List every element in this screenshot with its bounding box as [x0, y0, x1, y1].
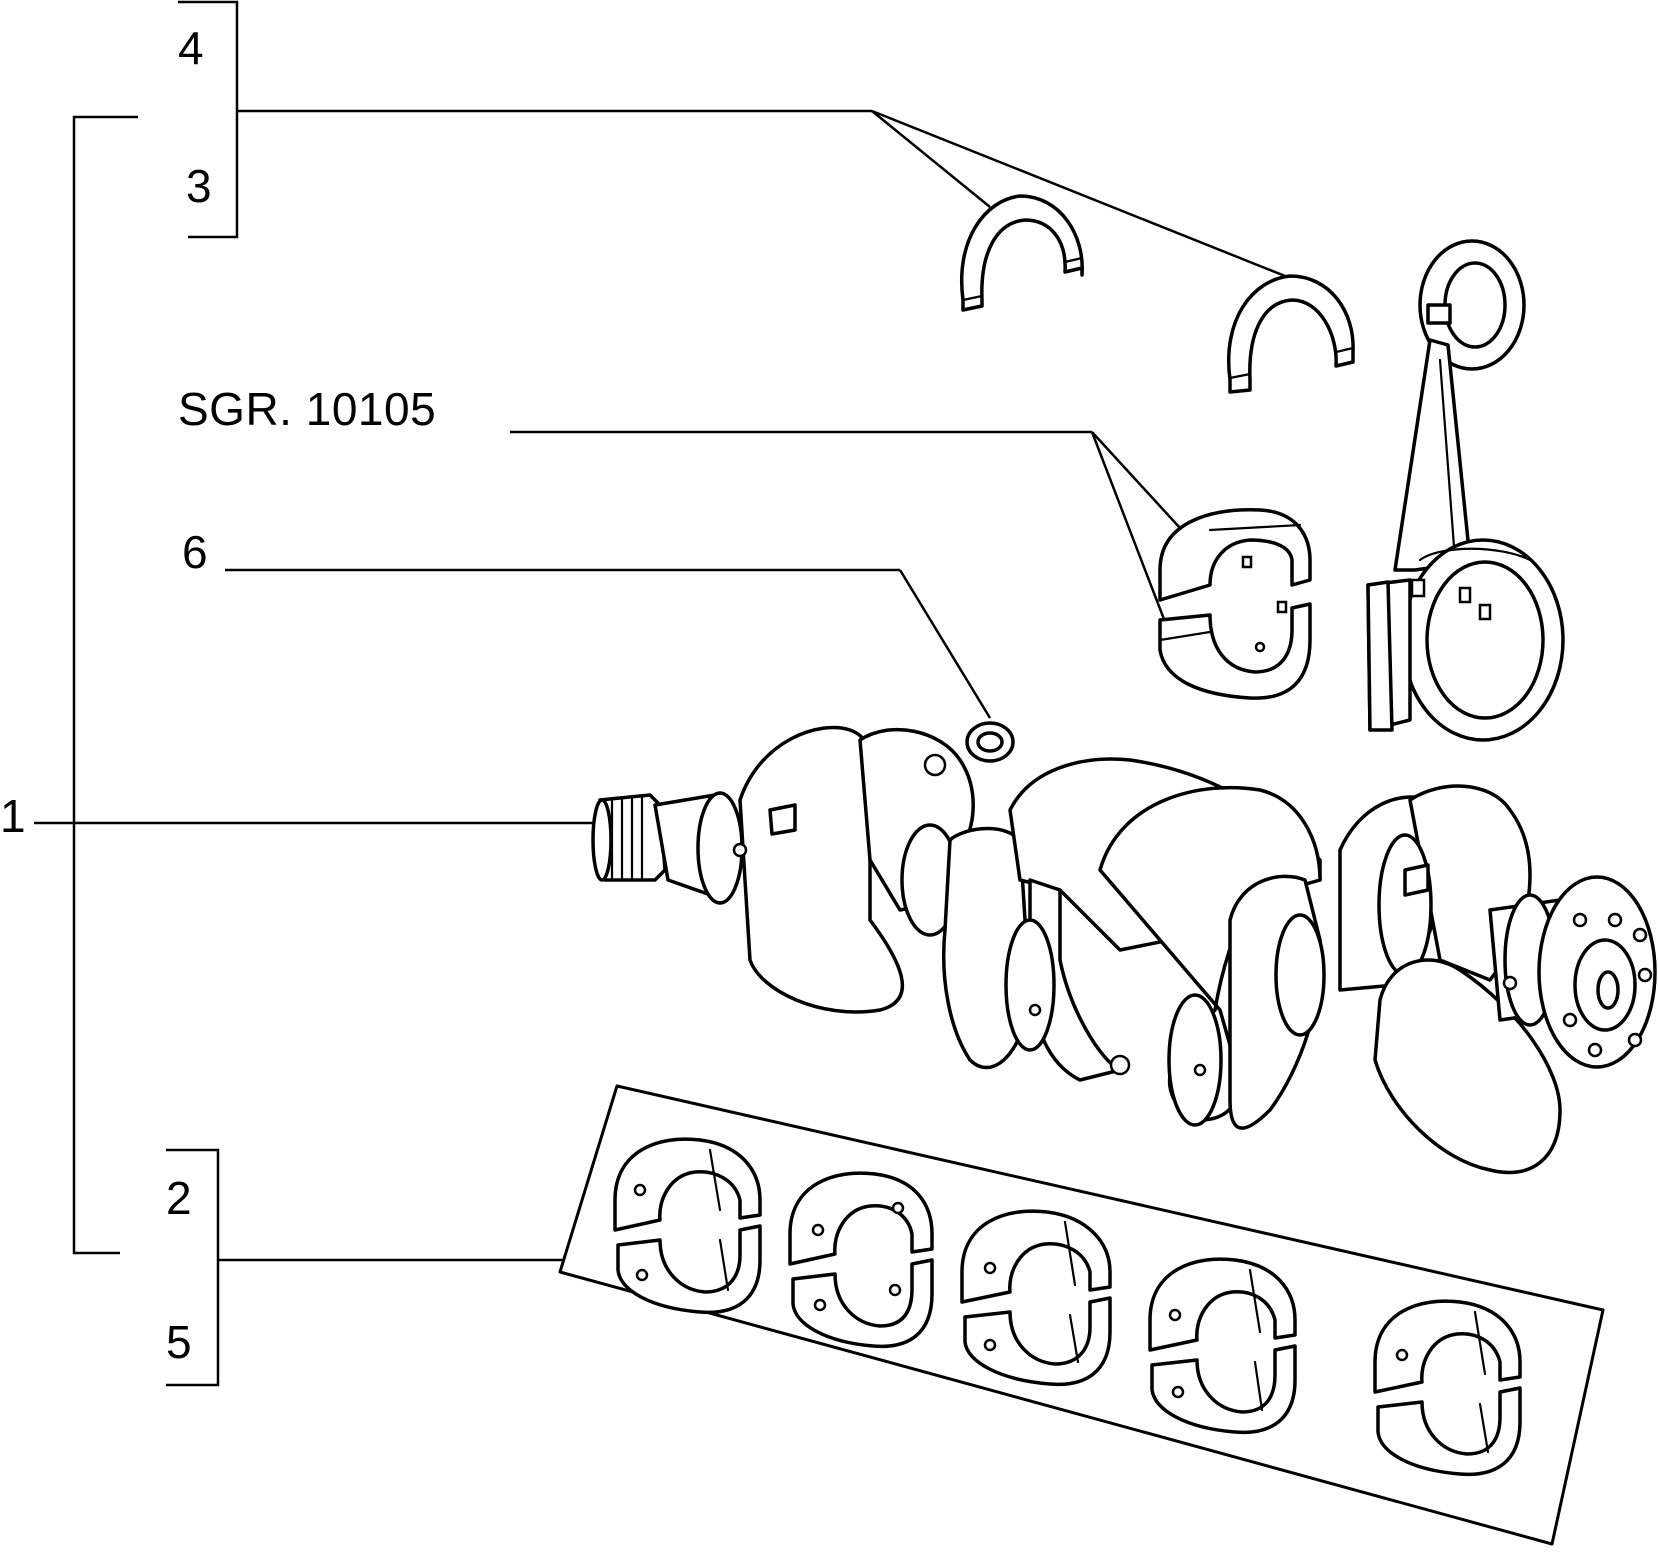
big-end-bearing-shells: [1158, 508, 1312, 700]
bracket-items-2-5: [166, 1148, 220, 1387]
leader-sgr-ref-b: [1090, 431, 1174, 641]
leader-lines: [34, 0, 1291, 1387]
callout-label-2: 2: [166, 1172, 192, 1224]
thrust-washer-left: [960, 194, 1084, 312]
leader-sgr-ref-a: [1091, 431, 1181, 529]
crankshaft: [591, 725, 1657, 1175]
main-bearing-set-panel: [558, 1084, 1605, 1546]
leader-thrust-washer-2: [871, 109, 1291, 280]
bracket-item-1: [72, 115, 138, 1255]
main-bearing-pair-2: [788, 1171, 934, 1349]
plug-item-6: [965, 721, 1015, 763]
connecting-rod: [1366, 239, 1565, 742]
callout-label-sgr-ref: SGR. 10105: [178, 383, 436, 435]
callout-label-1: 1: [0, 790, 26, 842]
callout-label-6: 6: [182, 526, 208, 578]
leader-thrust-washer-1: [871, 110, 991, 208]
main-bearing-pair-3: [960, 1209, 1112, 1387]
thrust-washer-right: [1227, 274, 1355, 394]
bracket-items-3-4: [178, 0, 239, 239]
callout-label-4: 4: [178, 22, 204, 74]
main-bearing-pair-1: [613, 1137, 762, 1315]
leader-item-6-diag: [898, 569, 992, 719]
main-bearing-pair-5: [1373, 1299, 1522, 1477]
callout-label-3: 3: [186, 160, 212, 212]
main-bearing-pair-4: [1148, 1257, 1297, 1435]
callout-label-5: 5: [166, 1316, 192, 1368]
